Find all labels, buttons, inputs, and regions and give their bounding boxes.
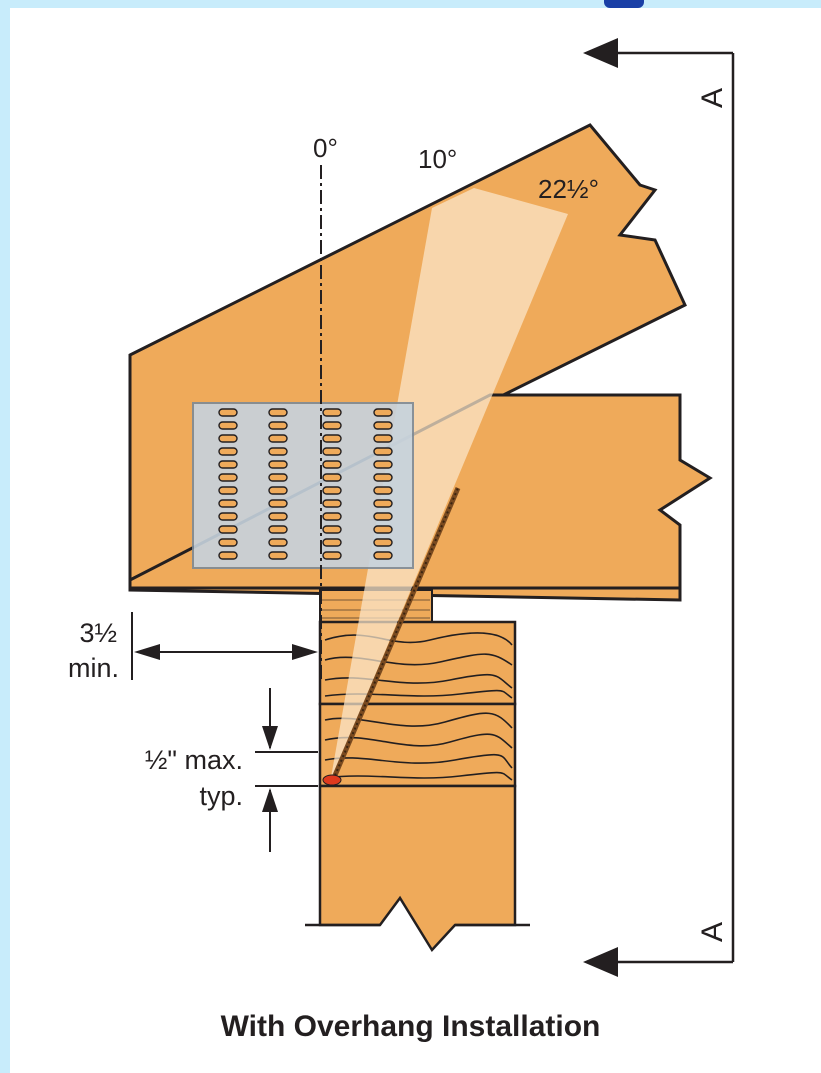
angle-label-0: 0° — [313, 133, 338, 163]
plate-slot — [218, 460, 238, 469]
plate-slot — [268, 421, 288, 430]
plate-slot — [218, 538, 238, 547]
angle-label-22: 22½° — [538, 174, 599, 204]
plate-slot — [268, 408, 288, 417]
screw-angle-range — [330, 188, 568, 783]
plate-slot — [218, 434, 238, 443]
screw-icon — [322, 487, 461, 786]
plate-slot — [322, 460, 342, 469]
plate-slot — [373, 473, 393, 482]
plate-slot — [322, 512, 342, 521]
plate-slot — [268, 525, 288, 534]
plate-slot — [322, 486, 342, 495]
plate-slot — [268, 499, 288, 508]
plate-slot — [268, 473, 288, 482]
plate-slot — [373, 486, 393, 495]
plate-slot — [373, 499, 393, 508]
plate-slot — [218, 512, 238, 521]
plate-slot — [218, 473, 238, 482]
plate-slot — [268, 538, 288, 547]
plate-slot — [322, 421, 342, 430]
plate-slot — [218, 447, 238, 456]
gap-unit: typ. — [199, 781, 243, 811]
plate-slot — [218, 525, 238, 534]
plate-slot — [268, 447, 288, 456]
plate-slot — [373, 447, 393, 456]
plate-slot — [322, 525, 342, 534]
plate-slot — [373, 408, 393, 417]
plate-slot — [373, 512, 393, 521]
plate-slot — [373, 434, 393, 443]
plate-slot — [373, 551, 393, 560]
plate-slot — [373, 525, 393, 534]
plate-slot — [322, 538, 342, 547]
dimension-arrow-icon — [134, 644, 160, 660]
plate-slot — [373, 460, 393, 469]
plate-slot — [373, 538, 393, 547]
plate-slot — [268, 512, 288, 521]
plate-slot — [268, 551, 288, 560]
offset-unit: min. — [68, 653, 119, 683]
plate-slot — [373, 421, 393, 430]
dimension-arrow-icon — [292, 644, 318, 660]
angle-label-10: 10° — [418, 144, 457, 174]
plate-slot — [218, 499, 238, 508]
plate-slot — [268, 486, 288, 495]
plate-slot — [218, 421, 238, 430]
gap-value: ½" max. — [145, 745, 243, 775]
plate-slot — [322, 434, 342, 443]
plate-slot — [322, 499, 342, 508]
plate-slot — [322, 473, 342, 482]
plate-slot — [218, 408, 238, 417]
corner-tab — [604, 0, 644, 8]
dimension-arrow-icon — [262, 788, 278, 812]
diagram-caption: With Overhang Installation — [220, 1010, 601, 1043]
arrow-left-icon — [583, 947, 618, 977]
plate-slot — [322, 551, 342, 560]
plate-slot — [268, 460, 288, 469]
dimension-arrow-icon — [262, 726, 278, 750]
section-mark-top: A — [696, 88, 729, 108]
plate-slot — [322, 447, 342, 456]
offset-value: 3½ — [79, 618, 117, 648]
plate-slot — [322, 408, 342, 417]
section-mark-bottom: A — [696, 922, 729, 942]
plate-slot — [218, 486, 238, 495]
plate-slot — [218, 551, 238, 560]
arrow-left-icon — [583, 38, 618, 68]
plate-slot — [268, 434, 288, 443]
plate-slots — [218, 408, 393, 560]
